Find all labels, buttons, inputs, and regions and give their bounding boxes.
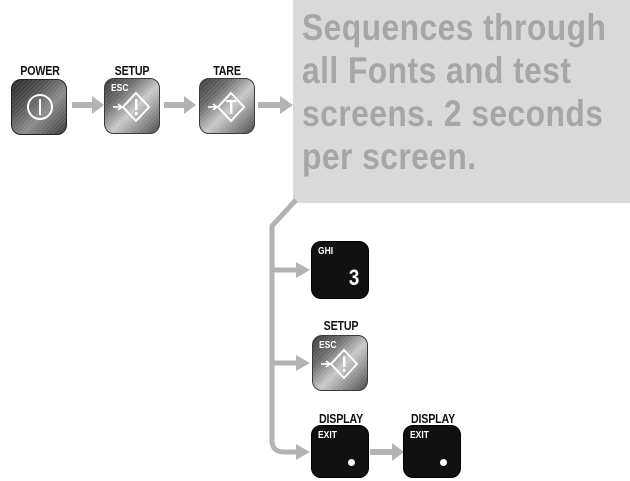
setup-diamond-icon	[113, 91, 151, 123]
branch-trunk	[269, 198, 298, 455]
display-key-label-2: DISPLAY	[410, 411, 456, 426]
setup-key-label-2: SETUP	[323, 318, 359, 333]
arrow-display-to-display	[370, 443, 404, 461]
power-key-label: POWER	[20, 63, 60, 78]
display-exit-button-2[interactable]: EXIT	[403, 425, 461, 478]
esc-label-2: ESC	[319, 340, 337, 351]
power-icon	[27, 94, 53, 120]
description-text: Sequences through all Fonts and test scr…	[302, 6, 612, 178]
description-line-2: all Fonts and test	[302, 50, 572, 91]
setup-esc-button-2[interactable]: ESC	[312, 335, 368, 391]
esc-label: ESC	[111, 83, 129, 94]
key-number-3: 3	[348, 265, 359, 290]
description-line-1: Sequences through	[302, 7, 607, 48]
tare-diamond-icon	[208, 91, 246, 123]
tare-key-label: TARE	[213, 63, 241, 78]
arrow-power-to-setup	[72, 96, 104, 114]
arrow-setup-to-tare	[164, 96, 196, 114]
dot-icon	[348, 459, 355, 466]
setup-diamond-icon-2	[321, 348, 359, 380]
description-line-4: per screen.	[302, 136, 477, 177]
exit-label-1: EXIT	[318, 430, 337, 441]
ghi-3-button[interactable]: GHI 3	[311, 241, 369, 299]
power-button[interactable]	[11, 79, 67, 135]
description-panel: Sequences through all Fonts and test scr…	[293, 0, 630, 203]
tare-button[interactable]	[199, 78, 255, 134]
exit-label-2: EXIT	[410, 430, 429, 441]
display-key-label-1: DISPLAY	[318, 411, 364, 426]
description-line-3: screens. 2 seconds	[302, 93, 604, 134]
dot-icon-2	[440, 459, 447, 466]
display-exit-button-1[interactable]: EXIT	[311, 425, 369, 478]
setup-key-label: SETUP	[114, 63, 150, 78]
ghi-label: GHI	[318, 246, 334, 257]
setup-esc-button[interactable]: ESC	[104, 78, 160, 134]
arrow-tare-to-panel	[258, 96, 293, 114]
